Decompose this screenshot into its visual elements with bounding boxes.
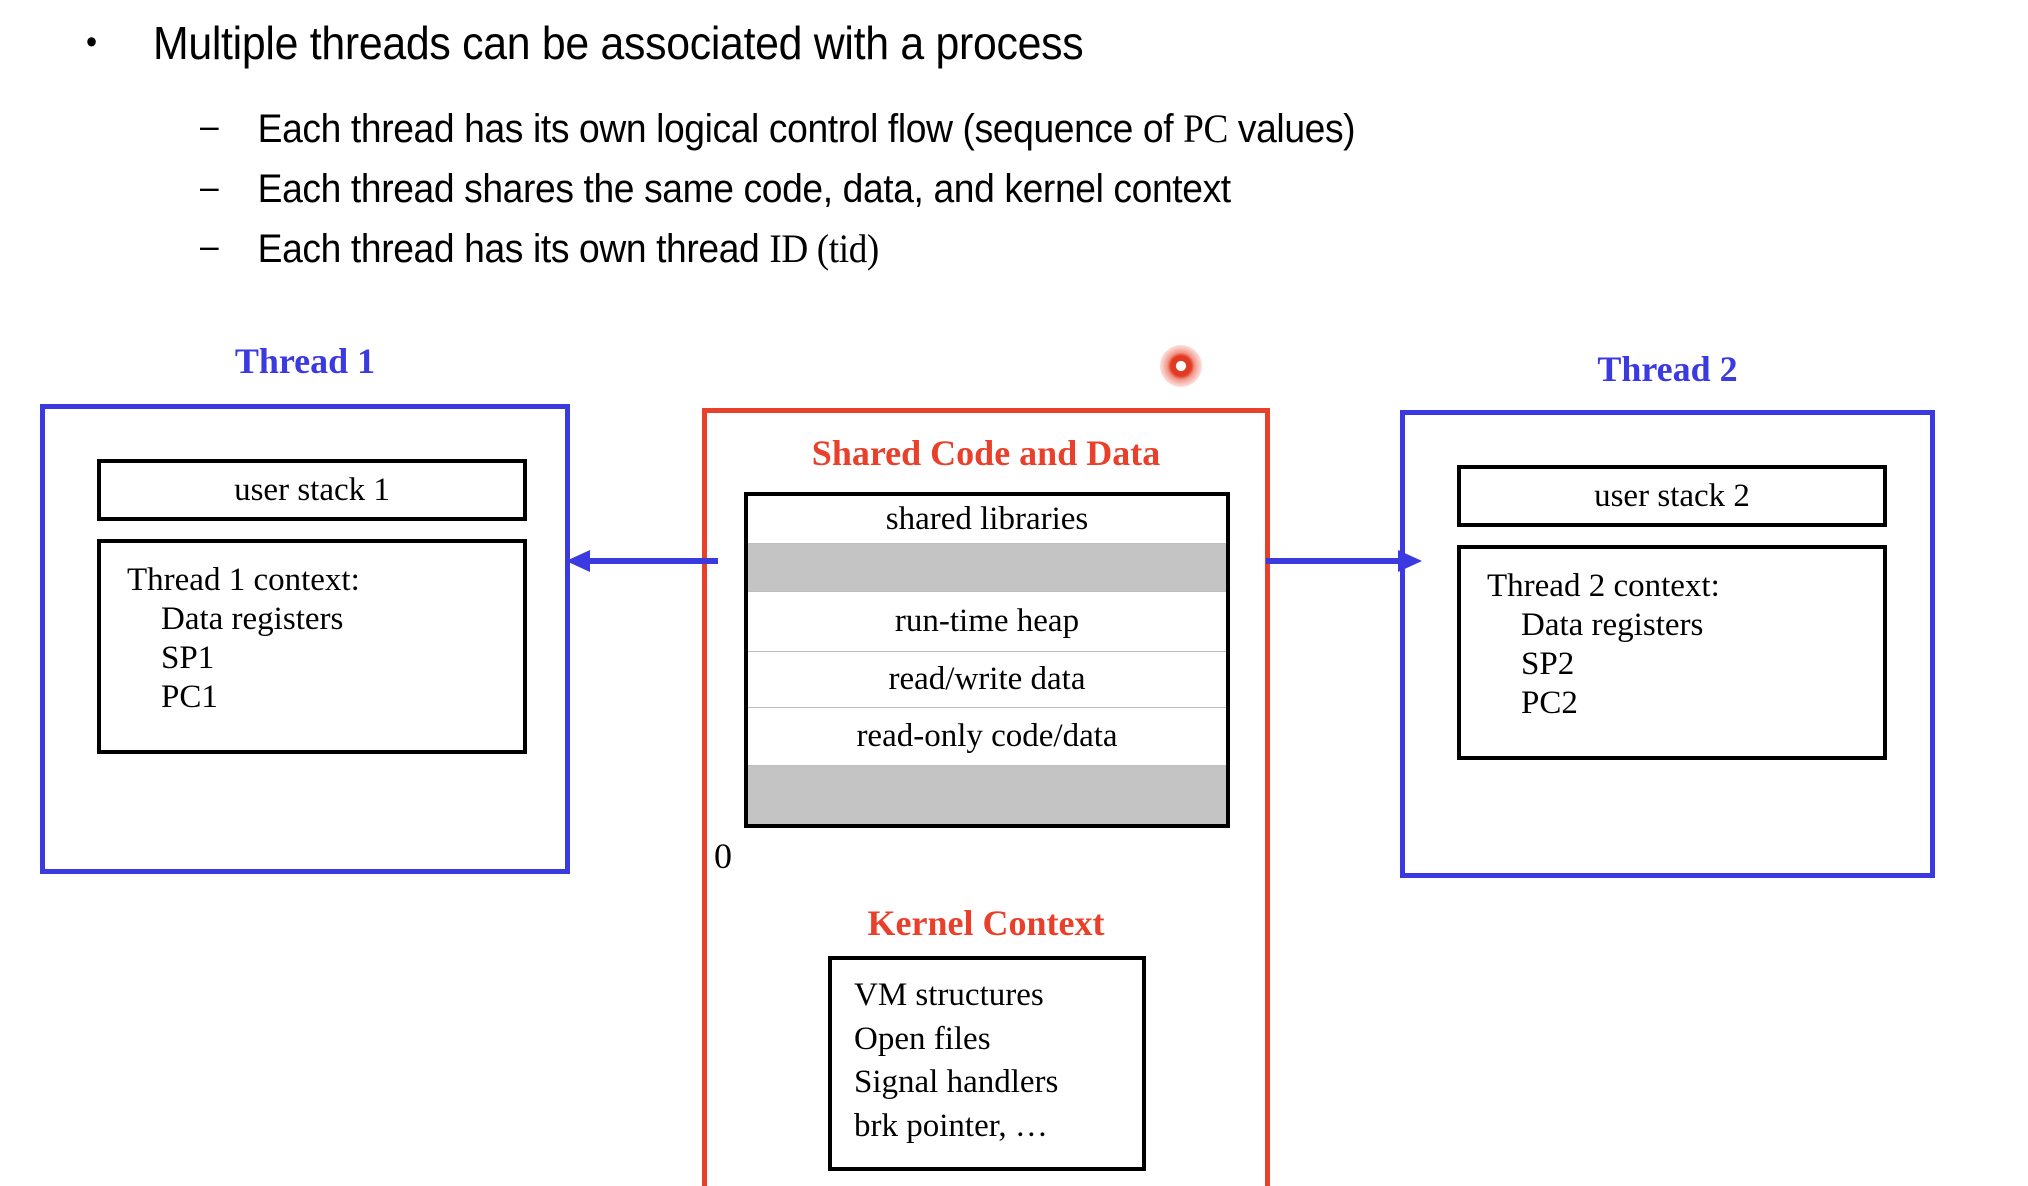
arrow-right-shaft (1266, 558, 1400, 564)
kernel-context-item-1: Open files (854, 1020, 991, 1057)
thread1-context-box: Thread 1 context: Data registers SP1 PC1 (97, 539, 527, 754)
memory-band-run-time-heap: run-time heap (748, 592, 1226, 652)
thread2-context-item-0: Data registers (1521, 606, 1704, 643)
kernel-context-item-0: VM structures (854, 977, 1044, 1013)
bullet-marker-icon: • (86, 23, 97, 61)
sub-bullet-item-2: – Each thread shares the same code, data… (200, 165, 1800, 215)
main-bullet-text: Multiple threads can be associated with … (152, 17, 1084, 69)
kernel-context-item-2: Signal handlers (854, 1064, 1059, 1101)
arrow-left-shaft (586, 558, 718, 564)
memory-band-read-write-data: read/write data (748, 652, 1226, 708)
kernel-context-item-3: brk pointer, … (854, 1107, 1048, 1144)
thread2-context-item-1: SP2 (1521, 645, 1575, 682)
memory-band-label: read/write data (888, 661, 1086, 697)
sub-bullet-list: – Each thread has its own logical contro… (200, 104, 1920, 285)
dash-marker-icon: – (200, 105, 219, 146)
thread1-context-item-1: SP1 (161, 639, 215, 676)
sub-bullet-item-3: – Each thread has its own thread ID (tid… (200, 224, 1800, 275)
thread1-panel: user stack 1 Thread 1 context: Data regi… (40, 404, 570, 874)
arrow-left-icon (566, 548, 718, 574)
thread2-context-heading: Thread 2 context: (1487, 568, 1720, 604)
sub-bullet-text-3: Each thread has its own thread ID (tid) (258, 224, 1800, 275)
dash-marker-icon: – (200, 165, 219, 207)
thread2-title: Thread 2 (1597, 349, 1738, 389)
memory-zero-address-label: 0 (714, 836, 732, 876)
sub-bullet-text-2: Each thread shares the same code, data, … (258, 165, 1800, 215)
thread1-user-stack-label: user stack 1 (234, 471, 390, 508)
memory-layout-stack: shared libraries run-time heap read/write … (744, 492, 1230, 828)
thread1-title: Thread 1 (234, 341, 376, 381)
shared-code-and-data-title: Shared Code and Data (811, 433, 1161, 473)
thread2-context-box: Thread 2 context: Data registers SP2 PC2 (1457, 545, 1887, 760)
memory-band-read-only-code-data: read-only code/data (748, 708, 1226, 766)
sub-bullet-1-post: values) (1227, 107, 1356, 151)
arrow-right-icon (1266, 548, 1422, 574)
sub-bullet-3-serif: ID (tid) (769, 226, 879, 272)
memory-band-gap-1 (748, 544, 1226, 592)
dash-marker-icon: – (200, 225, 219, 267)
laser-pointer-dot-icon (1160, 345, 1202, 387)
thread1-context-item-2: PC1 (161, 678, 218, 715)
sub-bullet-3-pre: Each thread has its own thread (257, 227, 770, 272)
memory-band-label: shared libraries (885, 501, 1089, 537)
main-bullet: • Multiple threads can be associated wit… (86, 17, 1667, 70)
thread2-panel: user stack 2 Thread 2 context: Data regi… (1400, 410, 1935, 878)
sub-bullet-2-pre: Each thread shares the same code, data, … (257, 166, 1231, 211)
memory-band-shared-libraries: shared libraries (748, 496, 1226, 544)
kernel-context-box: VM structures Open files Signal handlers… (828, 956, 1146, 1171)
arrow-left-head (566, 550, 590, 572)
sub-bullet-1-pre: Each thread has its own logical control … (257, 107, 1184, 151)
thread1-context-heading: Thread 1 context: (127, 562, 360, 598)
memory-band-label: run-time heap (894, 603, 1080, 639)
arrow-right-head (1398, 550, 1422, 572)
memory-band-label: read-only code/data (856, 718, 1118, 754)
sub-bullet-1-serif: PC (1183, 106, 1228, 151)
memory-band-gap-5 (748, 766, 1226, 824)
sub-bullet-text-1: Each thread has its own logical control … (258, 104, 1800, 155)
thread2-user-stack-box: user stack 2 (1457, 465, 1887, 527)
sub-bullet-item-1: – Each thread has its own logical contro… (200, 104, 1800, 155)
kernel-context-title: Kernel Context (867, 903, 1105, 943)
thread1-context-item-0: Data registers (161, 600, 344, 637)
thread2-user-stack-label: user stack 2 (1594, 477, 1750, 514)
thread2-context-item-2: PC2 (1521, 684, 1578, 721)
thread1-user-stack-box: user stack 1 (97, 459, 527, 521)
